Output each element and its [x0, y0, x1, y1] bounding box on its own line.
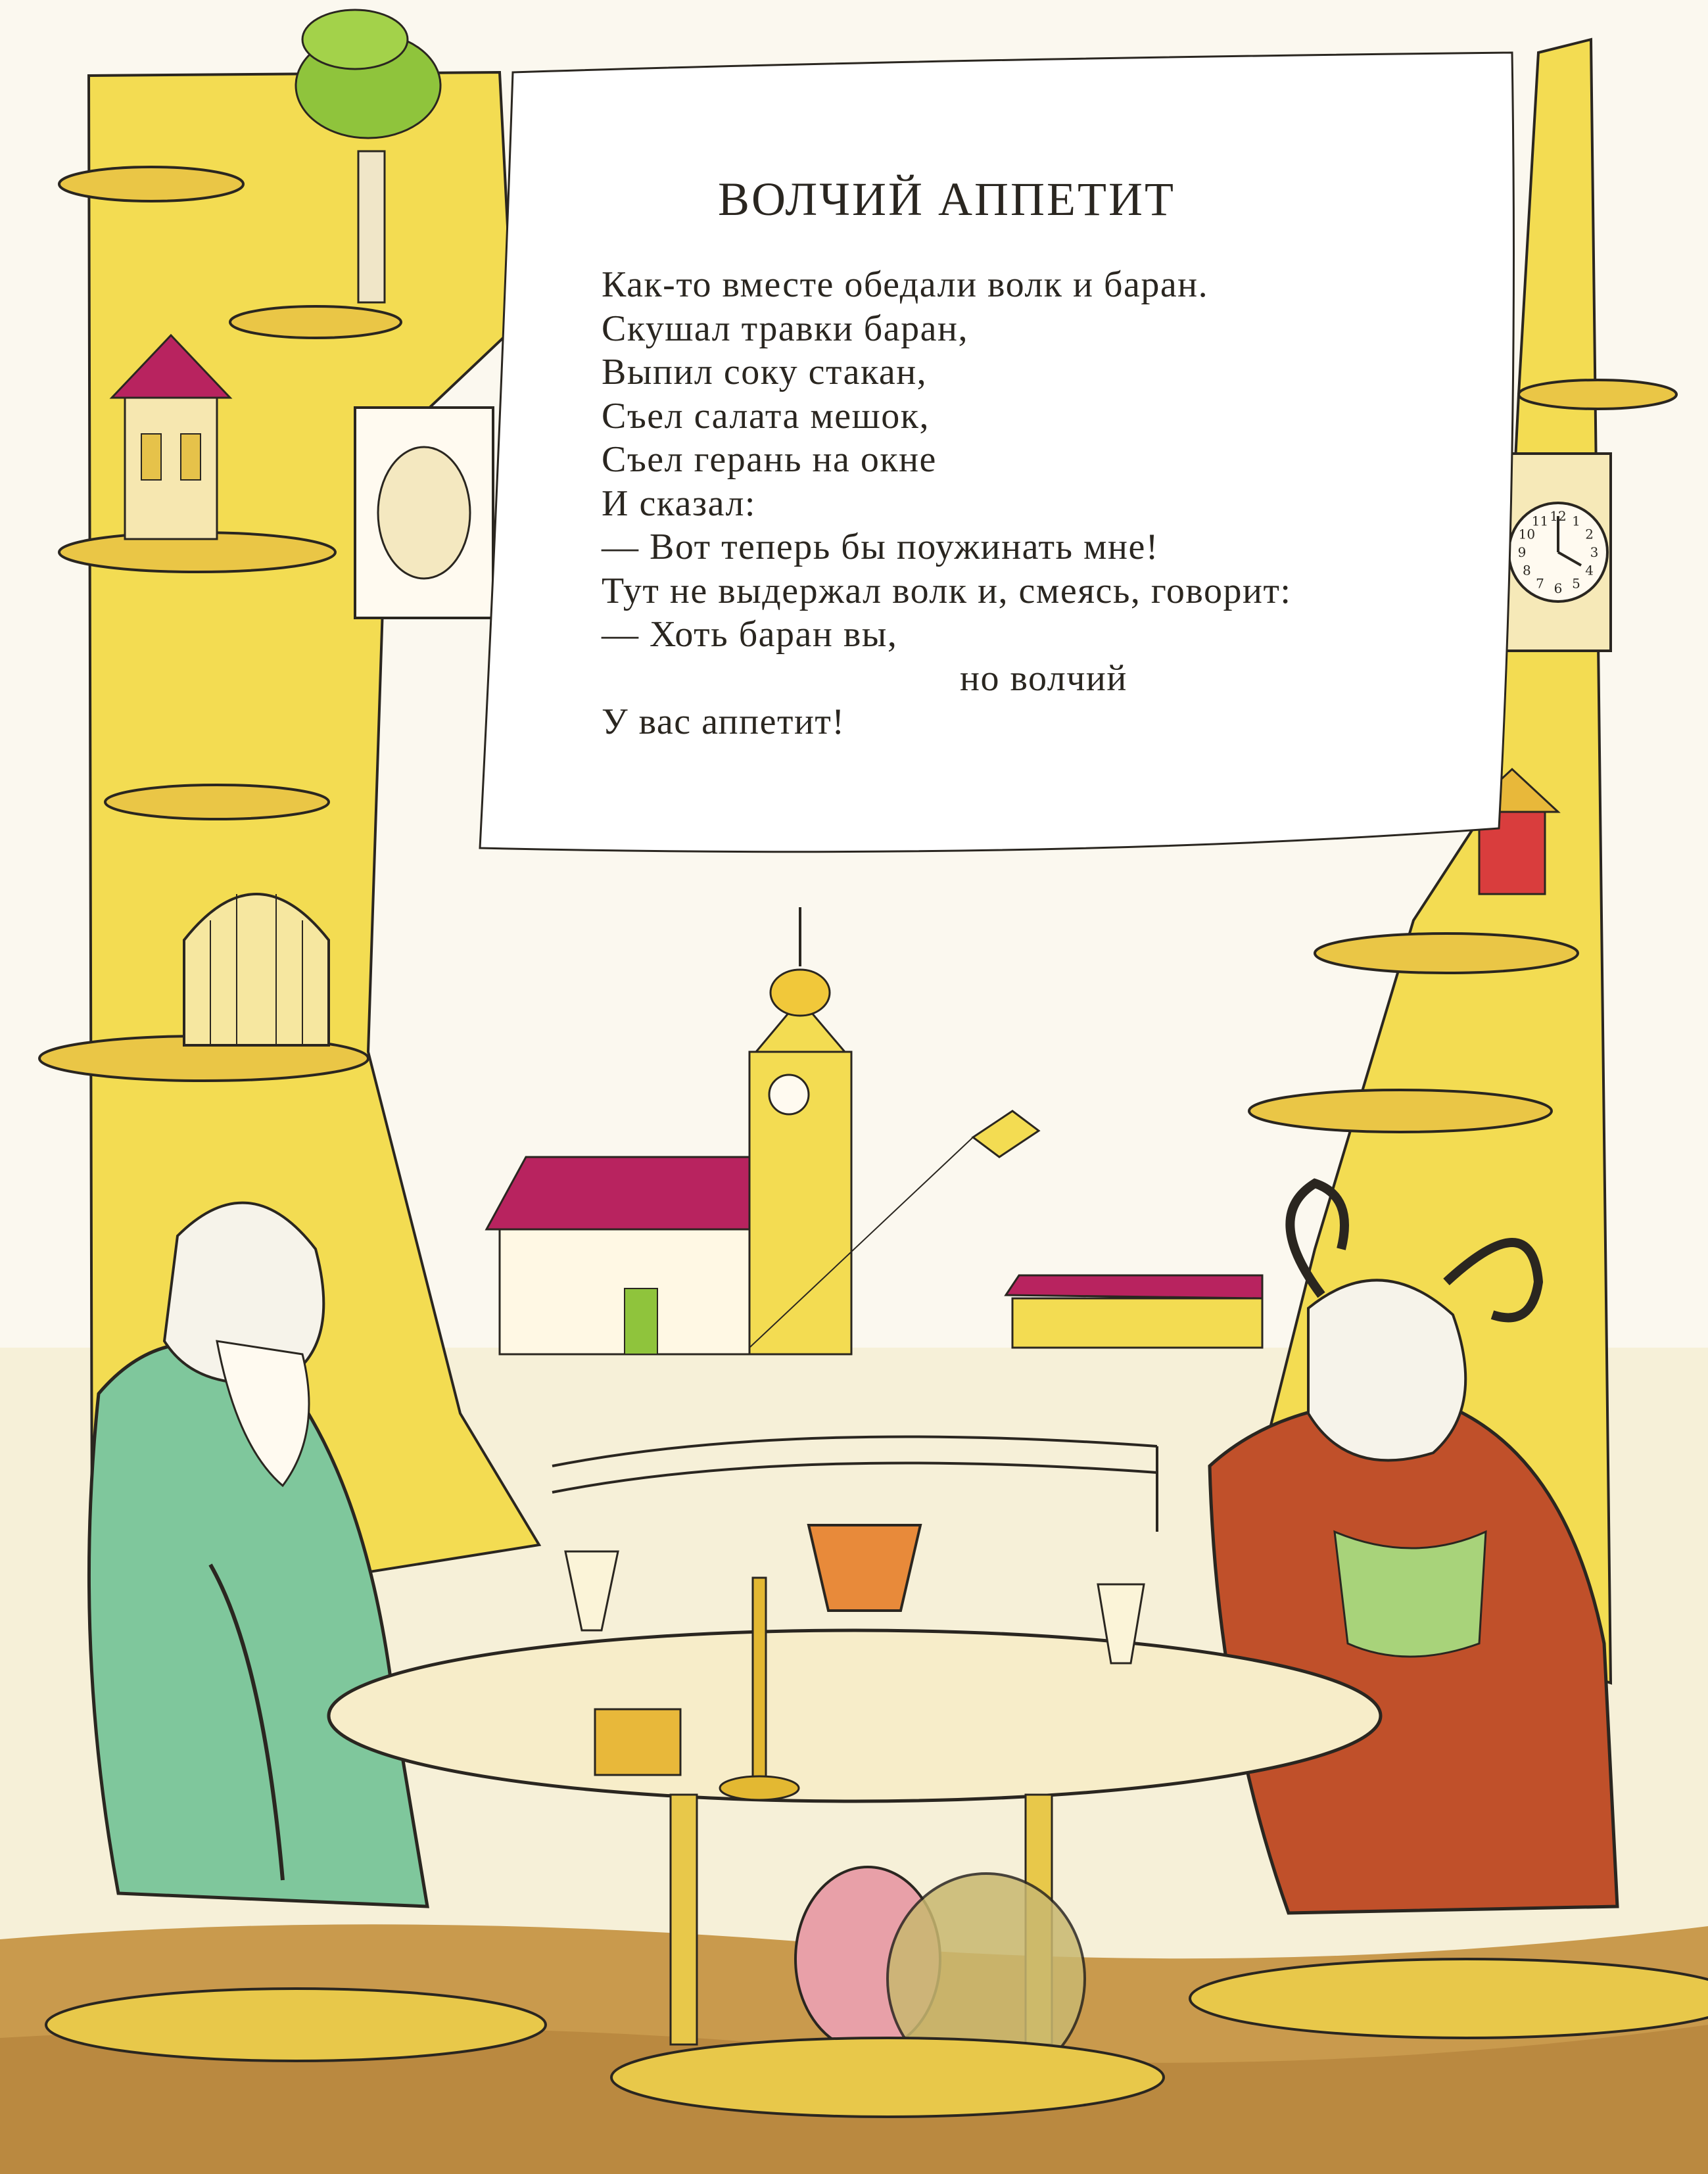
clock-numeral: 4 — [1585, 563, 1594, 579]
clock-numeral: 8 — [1523, 563, 1531, 579]
poem-line: — Вот теперь бы поужинать мне! — [602, 527, 1159, 567]
dining-table — [327, 1524, 1383, 2046]
poem-line: Выпил соку стакан, — [602, 352, 928, 392]
poem-line: У вас аппетит! — [602, 701, 845, 742]
clock-numeral: 3 — [1590, 544, 1599, 560]
wall-clock: 121234567891011 — [1504, 452, 1612, 652]
poem-line: Съел салата мешок, — [602, 395, 930, 437]
birdcage — [183, 893, 330, 1047]
town — [485, 907, 1264, 1532]
clock-numeral: 7 — [1536, 576, 1544, 592]
lower-shelves — [45, 1958, 1708, 2118]
left-shelves — [38, 166, 402, 1082]
kite — [749, 1110, 1041, 1348]
right-shelves — [1248, 379, 1678, 1133]
small-tree — [295, 9, 442, 304]
clock-numeral: 6 — [1554, 580, 1563, 596]
poem-line: Скушал травки баран, — [602, 308, 968, 349]
poem-line: — Хоть баран вы, — [602, 614, 898, 655]
clock-numeral: 1 — [1572, 513, 1580, 529]
poem-card — [479, 51, 1515, 853]
clock-numeral: 10 — [1519, 527, 1535, 542]
wolf-character — [87, 1201, 429, 1908]
poem-line: Тут не выдержал волк и, смеясь, говорит: — [602, 570, 1292, 611]
clock-numeral: 5 — [1572, 576, 1580, 592]
framed-portrait — [354, 406, 494, 619]
under-table-items — [794, 1866, 1086, 2085]
poem-title: ВОЛЧИЙ АППЕТИТ — [718, 173, 1175, 225]
poem-line: Съел герань на окне — [602, 439, 937, 480]
ram-character — [1208, 1178, 1619, 1915]
poem-line: но волчий — [960, 657, 1127, 699]
poem-line: И сказал: — [602, 483, 756, 524]
dollhouse — [109, 333, 233, 540]
poem-line: Как-то вместе обедали волк и баран. — [602, 264, 1209, 305]
clock-numeral: 9 — [1518, 544, 1527, 560]
poem-body: Как-то вместе обедали волк и баран.Скуша… — [602, 263, 1456, 744]
clock-numeral: 2 — [1585, 527, 1594, 542]
clock-numeral: 11 — [1532, 513, 1548, 529]
